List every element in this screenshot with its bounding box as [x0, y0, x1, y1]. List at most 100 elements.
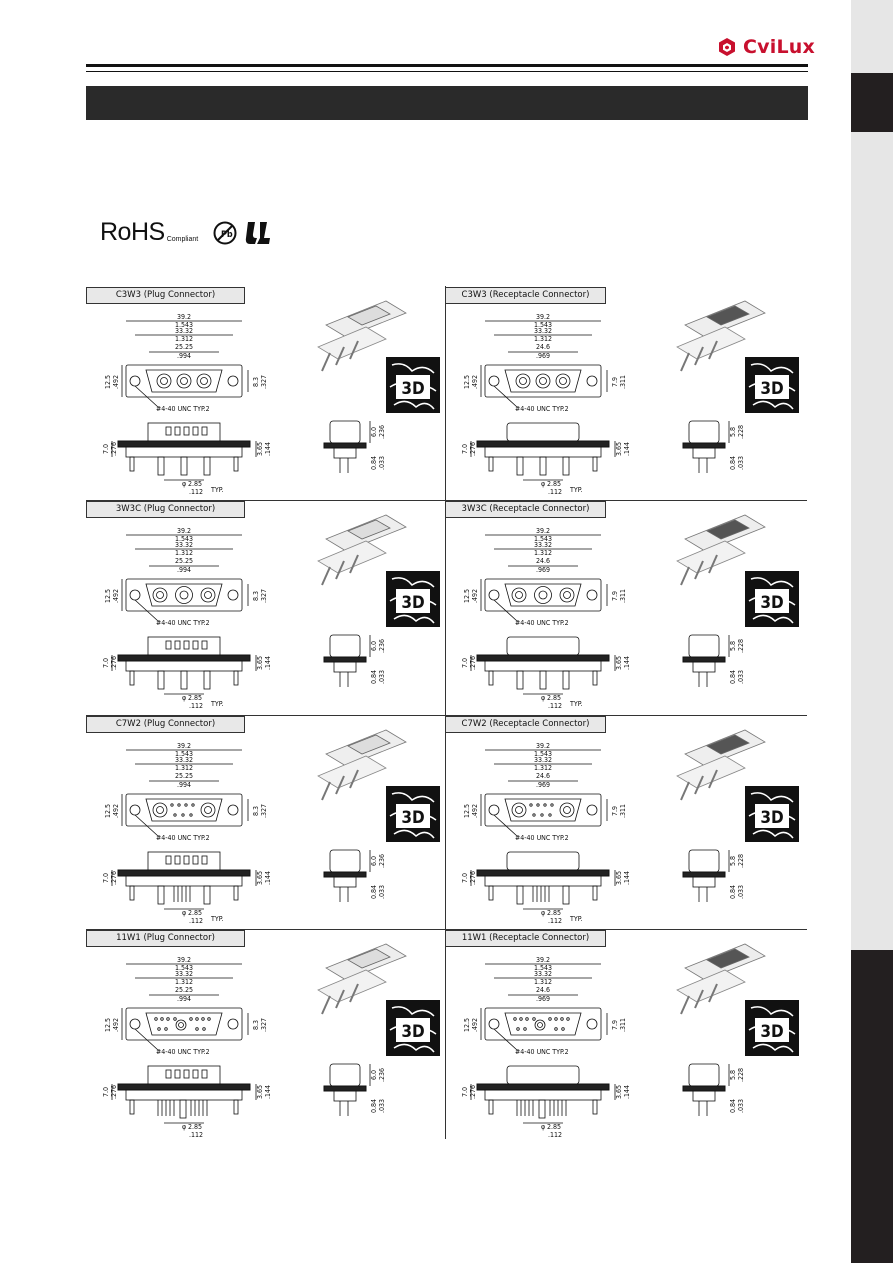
- thread-callout: #4-40 UNC TYP.2: [515, 1048, 569, 1056]
- dim-diameter-in: .112: [189, 702, 203, 710]
- contact-layout: [511, 586, 575, 604]
- dim-pitch-mm: 33.32: [175, 756, 193, 764]
- plug-windows: [165, 426, 208, 436]
- dim-width-in: 1.543: [534, 535, 552, 543]
- panel-label: C7W2 (Receptacle Connector): [445, 716, 606, 733]
- rohs-mark: RoHS Compliant: [100, 220, 198, 245]
- d-shell: [145, 1012, 223, 1036]
- side-profile-body: [688, 849, 720, 873]
- dim-side-in: .228: [737, 854, 745, 868]
- insulator-body: [125, 446, 243, 458]
- pcb-pins: [129, 456, 239, 476]
- dim-pitch-mm: 33.32: [534, 327, 552, 335]
- 3d-model-icon[interactable]: 3D: [745, 786, 799, 842]
- 3d-model-icon[interactable]: 3D: [745, 1000, 799, 1056]
- dim-width-in: 1.543: [175, 750, 193, 758]
- dim-side-in: .228: [737, 425, 745, 439]
- insulator-body: [125, 1089, 243, 1101]
- dim-shell-mm: 24.6: [536, 772, 550, 780]
- dim-height-mm: 12.5: [463, 1018, 471, 1032]
- dim-shell-in: .994: [177, 566, 191, 574]
- dim-pin-mm: 3.65: [256, 1085, 264, 1099]
- dim-depth-in: .276: [469, 1085, 477, 1099]
- 3d-model-icon[interactable]: 3D: [386, 786, 440, 842]
- 3d-model-icon[interactable]: 3D: [386, 1000, 440, 1056]
- mount-hole-left: [488, 375, 500, 387]
- dim-depth-in: .276: [469, 442, 477, 456]
- dim-width-mm: 39.2: [536, 527, 550, 535]
- side-profile-body: [329, 849, 361, 873]
- dim-depth-mm: 7.0: [102, 444, 110, 454]
- insulator-body: [484, 446, 602, 458]
- dim-width-in: 1.543: [175, 535, 193, 543]
- dim-depth-in: .276: [110, 442, 118, 456]
- 3d-model-icon[interactable]: 3D: [745, 571, 799, 627]
- dim-height-in: .492: [112, 375, 120, 389]
- connector-3d-render: [317, 514, 407, 586]
- dim-side-mm: 5.8: [729, 856, 737, 866]
- dim-pitch-in: 1.312: [175, 549, 193, 557]
- dim-width-mm: 39.2: [536, 956, 550, 964]
- connector-3d-render: [317, 729, 407, 801]
- pb-free-icon: Pb: [213, 221, 237, 245]
- dim-shell-mm: 25.25: [175, 772, 193, 780]
- dim-shell-mm: 24.6: [536, 986, 550, 994]
- pcb-pins: [129, 670, 239, 690]
- flange-side: [476, 869, 610, 877]
- dim-pin-in: .144: [264, 656, 272, 670]
- 3d-label: 3D: [401, 593, 424, 613]
- mount-hole-left: [129, 375, 141, 387]
- dim-face-in: .327: [260, 589, 268, 603]
- insulator-body: [484, 660, 602, 672]
- dim-typ: TYP.: [569, 915, 582, 923]
- dim-tail-in: .033: [737, 456, 745, 470]
- dim-depth-mm: 7.0: [102, 873, 110, 883]
- dim-width-in: 1.543: [534, 964, 552, 972]
- dim-pin-mm: 3.65: [256, 656, 264, 670]
- mount-hole-right: [227, 375, 239, 387]
- dim-diameter-in: .112: [548, 917, 562, 925]
- dim-shell-in: .969: [536, 352, 550, 360]
- dim-diameter-in: .112: [548, 488, 562, 496]
- rohs-compliant-text: Compliant: [166, 236, 199, 243]
- 3d-label: 3D: [401, 379, 424, 399]
- dim-face-in: .327: [260, 804, 268, 818]
- panel-label: C3W3 (Receptacle Connector): [445, 287, 606, 304]
- dim-depth-in: .276: [469, 656, 477, 670]
- dim-diameter-mm: 2.85: [188, 1123, 202, 1131]
- dim-depth-mm: 7.0: [461, 873, 469, 883]
- dim-pitch-in: 1.312: [534, 764, 552, 772]
- svg-text:Pb: Pb: [221, 230, 233, 240]
- dim-typ: TYP.: [210, 915, 223, 923]
- receptacle-body: [506, 422, 580, 442]
- 3d-model-icon[interactable]: 3D: [386, 571, 440, 627]
- panel-label: C7W2 (Plug Connector): [86, 716, 245, 733]
- front-flange: [484, 1007, 602, 1041]
- thread-callout: #4-40 UNC TYP.2: [156, 405, 210, 413]
- dim-tail-mm: 0.84: [729, 670, 737, 684]
- insulator-body: [125, 875, 243, 887]
- rohs-text: RoHS: [100, 218, 165, 246]
- 3d-label: 3D: [760, 379, 783, 399]
- 3d-model-icon[interactable]: 3D: [386, 357, 440, 413]
- flange-side: [476, 440, 610, 448]
- dim-diameter-in: .112: [189, 1131, 203, 1139]
- dim-face-mm: 7.9: [611, 377, 619, 387]
- dim-height-mm: 12.5: [463, 804, 471, 818]
- d-shell: [504, 583, 582, 607]
- dim-pitch-mm: 33.32: [534, 541, 552, 549]
- mount-hole-right: [586, 375, 598, 387]
- dim-height-mm: 12.5: [104, 375, 112, 389]
- dim-pin-in: .144: [623, 442, 631, 456]
- front-flange: [125, 364, 243, 398]
- dim-depth-in: .276: [469, 871, 477, 885]
- panel-label: 3W3C (Plug Connector): [86, 501, 245, 518]
- receptacle-body: [506, 851, 580, 871]
- dim-pin-mm: 3.65: [615, 1085, 623, 1099]
- 3d-model-icon[interactable]: 3D: [745, 357, 799, 413]
- dim-tail-in: .033: [378, 885, 386, 899]
